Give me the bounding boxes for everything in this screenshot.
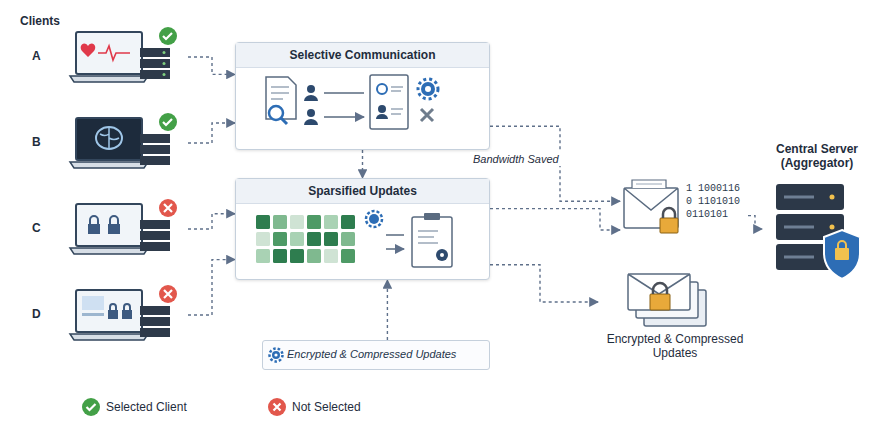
node-label: Selective Communication [236, 43, 489, 68]
laptop-icon [68, 284, 188, 346]
client-node: B [28, 112, 188, 174]
legend-item: Selected Client [82, 398, 187, 416]
dotted-connector [490, 209, 620, 230]
laptop-icon [68, 198, 188, 260]
envelope-node: 1 1000116 0 1101010 0110101 [620, 176, 748, 248]
laptop-icon [68, 26, 188, 88]
envelope-stack-icon [598, 272, 748, 332]
server-node: Central Server (Aggregator) [762, 142, 872, 292]
node-label: Central Server (Aggregator) [762, 142, 872, 170]
node-label: D [32, 307, 41, 321]
note-box: Encrypted & Compressed Updates [262, 340, 490, 370]
dotted-connector [188, 57, 235, 74]
node-label: Encrypted & Compressed Updates [598, 272, 752, 360]
dotted-connector [362, 150, 363, 178]
node-label: Sparsified Updates [236, 179, 489, 204]
node-label: B [32, 135, 41, 149]
gear-icon [263, 341, 287, 369]
heading-label: Clients [20, 14, 60, 28]
legend-swatch [268, 398, 286, 416]
legend-item: Not Selected [268, 398, 361, 416]
sparse-grid-illustration [236, 205, 489, 279]
legend-swatch [82, 398, 100, 416]
process-box: Sparsified Updates [235, 178, 490, 280]
node-label: 1 1000116 0 1101010 0110101 [686, 176, 746, 221]
dotted-connector [387, 280, 388, 340]
dotted-connector [188, 260, 235, 315]
selection-illustration [236, 69, 489, 149]
dotted-connector [188, 123, 235, 143]
node-label: Encrypted & Compressed Updates [263, 341, 489, 366]
process-box: Selective Communication [235, 42, 490, 150]
laptop-icon [68, 112, 188, 174]
client-node: A [28, 26, 188, 88]
legend-text: Selected Client [106, 400, 187, 414]
envelope-stack-node: Encrypted & Compressed Updates [598, 272, 752, 372]
legend-text: Not Selected [292, 400, 361, 414]
envelope-icon [620, 176, 684, 248]
edge-label: Bandwidth Saved [470, 152, 562, 166]
legend-glyph [82, 398, 100, 416]
node-label: C [32, 221, 41, 235]
node-label: A [32, 49, 41, 63]
client-node: D [28, 284, 188, 346]
dotted-connector [748, 216, 762, 229]
dotted-connector [188, 214, 235, 229]
client-node: C [28, 198, 188, 260]
legend-glyph [268, 398, 286, 416]
dotted-connector [490, 265, 598, 302]
server-icon [762, 180, 872, 292]
